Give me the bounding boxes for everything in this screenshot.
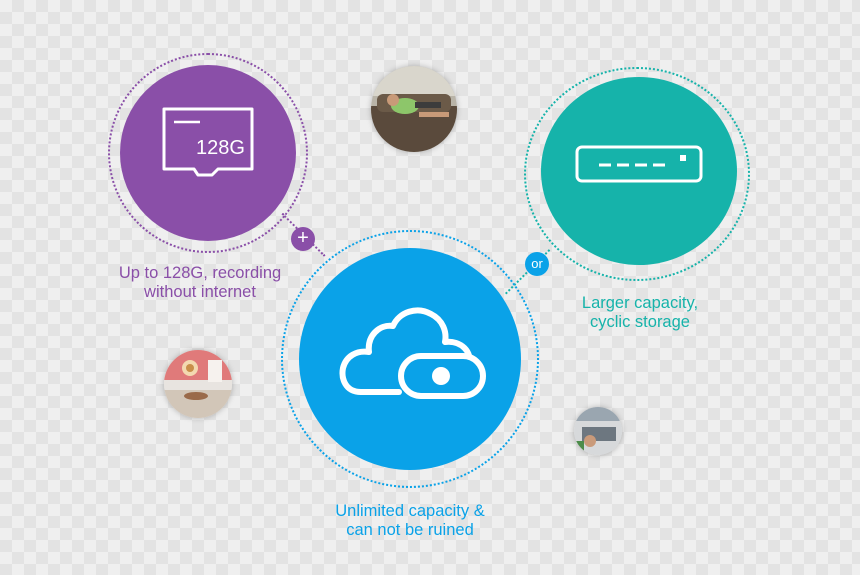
cloud-caption: Unlimited capacity & can not be ruined bbox=[310, 502, 510, 540]
nvr-caption-line2: cyclic storage bbox=[590, 313, 690, 331]
sd-card-caption-line2: without internet bbox=[144, 283, 256, 301]
sd-card-caption: Up to 128G, recording without internet bbox=[100, 264, 300, 302]
person-on-sofa-photo bbox=[371, 66, 457, 152]
plus-badge: + bbox=[291, 227, 315, 251]
nvr-disk bbox=[541, 77, 737, 265]
sd-card-caption-line1: Up to 128G, recording bbox=[118, 264, 282, 282]
cloud-caption-line1: Unlimited capacity & bbox=[335, 502, 485, 520]
or-badge: or bbox=[525, 252, 549, 276]
plus-icon: + bbox=[297, 227, 309, 249]
sd-card-icon: 128G bbox=[160, 105, 256, 186]
nvr-caption-line1: Larger capacity, bbox=[581, 294, 699, 312]
or-label: or bbox=[531, 256, 543, 271]
cloud-caption-line2: can not be ruined bbox=[346, 521, 474, 539]
sd-card-ring bbox=[108, 53, 308, 253]
nvr-ring bbox=[524, 67, 750, 281]
room-photo bbox=[164, 350, 232, 418]
nvr-device-icon bbox=[575, 145, 703, 190]
cloud-camera-icon bbox=[339, 300, 489, 405]
cloud-disk bbox=[299, 248, 521, 470]
cloud-ring bbox=[281, 230, 539, 488]
sd-card-disk: 128G bbox=[120, 65, 296, 241]
hand-device-photo bbox=[574, 407, 622, 455]
nvr-caption: Larger capacity, cyclic storage bbox=[540, 294, 740, 332]
sd-card-capacity-label: 128G bbox=[196, 137, 245, 159]
